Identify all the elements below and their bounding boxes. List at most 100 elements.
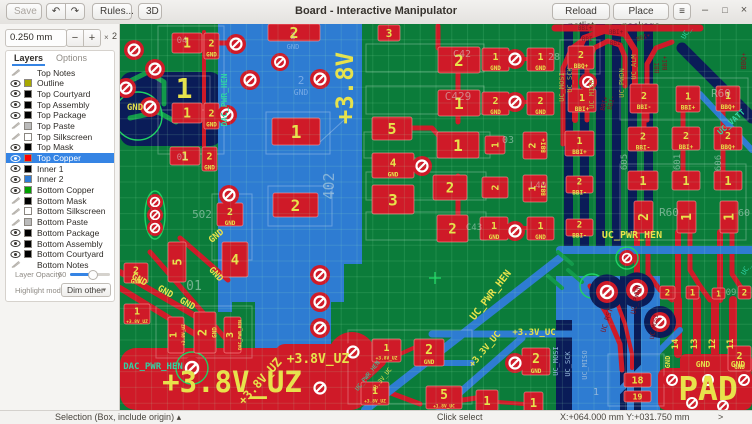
pcb-track[interactable] [177, 235, 231, 283]
eye-icon[interactable] [10, 154, 22, 163]
pcb-pad[interactable] [169, 146, 201, 166]
layer-row-top-courtyard[interactable]: Top Courtyard [6, 88, 114, 99]
layer-row-bottom-notes[interactable]: Bottom Notes [6, 259, 114, 270]
grid-increase-button[interactable]: + [83, 29, 101, 47]
menu-button[interactable]: ≡ [673, 3, 691, 20]
pcb-track[interactable] [496, 400, 526, 406]
layer-row-bottom-assembly[interactable]: Bottom Assembly [6, 238, 114, 249]
pcb-pad[interactable] [526, 47, 555, 72]
3d-button[interactable]: 3D [138, 3, 162, 20]
eye-icon[interactable] [10, 79, 22, 88]
pcb-pad[interactable] [627, 126, 659, 152]
eye-icon[interactable] [10, 89, 22, 98]
pcb-pad[interactable] [171, 32, 203, 54]
pcb-pad[interactable] [633, 200, 654, 234]
pcb-pad[interactable] [623, 390, 652, 403]
tab-options[interactable]: Options [56, 53, 88, 63]
pcb-pad[interactable] [201, 146, 218, 172]
grid-spacing-input[interactable]: 0.250 mm [5, 29, 67, 47]
close-button[interactable]: × [740, 4, 748, 16]
pcb-pad[interactable] [629, 83, 659, 114]
pcb-pad[interactable] [713, 170, 743, 191]
pcb-pad[interactable] [436, 214, 469, 243]
pcb-pad[interactable] [567, 88, 597, 113]
pcb-pad[interactable] [623, 372, 652, 388]
pcb-pad[interactable] [481, 176, 509, 199]
pcb-pad[interactable] [123, 303, 151, 325]
pcb-pad[interactable] [267, 23, 321, 42]
maximize-button[interactable]: □ [722, 5, 728, 15]
pcb-pad[interactable] [671, 170, 701, 191]
layer-row-top-mask[interactable]: Top Mask [6, 142, 114, 153]
eye-hidden-icon[interactable] [10, 132, 22, 141]
pcb-pad[interactable] [565, 175, 594, 194]
eye-icon[interactable] [10, 239, 22, 248]
pcb-track[interactable] [597, 327, 683, 413]
pcb-pad[interactable] [659, 285, 676, 300]
grid-multiplier-value[interactable]: 2 [112, 31, 118, 41]
layer-row-bottom-mask[interactable]: Bottom Mask [6, 195, 114, 206]
pcb-pad[interactable] [715, 85, 741, 112]
pcb-pad[interactable] [526, 216, 555, 241]
layer-row-inner-1[interactable]: Inner 1 [6, 163, 114, 174]
reload-netlist-button[interactable]: Reload netlist [552, 3, 610, 32]
pcb-pad[interactable] [564, 130, 595, 157]
pcb-track[interactable] [546, 274, 564, 290]
pcb-pad[interactable] [522, 131, 548, 160]
layer-row-bottom-copper[interactable]: Bottom Copper [6, 185, 114, 196]
pcb-pad[interactable] [437, 89, 481, 117]
pcb-pad[interactable] [675, 85, 701, 113]
pcb-track[interactable] [556, 250, 574, 266]
pcb-pad[interactable] [522, 174, 548, 203]
eye-icon[interactable] [10, 100, 22, 109]
layer-row-top-copper[interactable]: Top Copper [6, 152, 114, 164]
pcb-pad[interactable] [203, 32, 220, 60]
layer-row-top-paste[interactable]: Top Paste [6, 120, 114, 131]
layer-row-inner-2[interactable]: Inner 2 [6, 174, 114, 185]
layer-opacity-slider[interactable] [70, 269, 110, 280]
pcb-pad[interactable] [272, 192, 319, 218]
layer-row-top-notes[interactable]: Top Notes [6, 67, 114, 78]
pcb-pad[interactable] [437, 46, 481, 74]
pcb-pad[interactable] [432, 174, 468, 201]
eye-icon[interactable] [10, 175, 22, 184]
place-package-button[interactable]: Place package [613, 3, 669, 32]
layer-row-bottom-paste[interactable]: Bottom Paste [6, 217, 114, 228]
statusbar-expand-chevron[interactable]: > [718, 412, 724, 422]
layer-row-bottom-courtyard[interactable]: Bottom Courtyard [6, 249, 114, 260]
redo-button[interactable]: ↷ [65, 3, 85, 20]
pcb-pad[interactable] [360, 381, 390, 406]
pcb-pad[interactable] [676, 200, 697, 234]
pcb-pad[interactable] [425, 385, 463, 410]
pcb-pad[interactable] [271, 117, 321, 146]
eye-icon[interactable] [10, 186, 22, 195]
pcb-pad[interactable] [167, 241, 187, 283]
eye-hidden-icon[interactable] [10, 207, 22, 216]
tab-layers[interactable]: Layers [11, 53, 46, 66]
pcb-pad[interactable] [436, 131, 480, 159]
pcb-pad[interactable] [377, 24, 401, 42]
pcb-pad[interactable] [713, 126, 743, 151]
pcb-pad[interactable] [711, 287, 726, 300]
eye-hidden-icon[interactable] [10, 196, 22, 205]
layer-row-bottom-package[interactable]: Bottom Package [6, 227, 114, 238]
pcb-pad[interactable] [123, 262, 149, 284]
pcb-track[interactable] [147, 249, 235, 349]
grid-decrease-button[interactable]: − [66, 29, 84, 47]
layer-row-top-package[interactable]: Top Package [6, 110, 114, 121]
pcb-pad[interactable] [671, 126, 701, 151]
eye-icon[interactable] [10, 111, 22, 120]
pcb-pad[interactable] [484, 135, 506, 155]
pcb-pad[interactable] [685, 285, 700, 300]
pcb-pad[interactable] [565, 218, 594, 237]
pcb-track[interactable] [117, 285, 211, 345]
pcb-pad[interactable] [371, 338, 402, 363]
pcb-pad[interactable] [371, 116, 413, 141]
pcb-pad[interactable] [727, 345, 752, 372]
pcb-pad[interactable] [627, 170, 659, 191]
pcb-pad[interactable] [223, 316, 242, 354]
pcb-pad[interactable] [167, 316, 185, 354]
save-button[interactable]: Save [6, 3, 42, 20]
selection-mode-button[interactable]: Selection (Box, include origin) ▴ [55, 412, 182, 422]
pcb-track[interactable] [611, 290, 634, 370]
